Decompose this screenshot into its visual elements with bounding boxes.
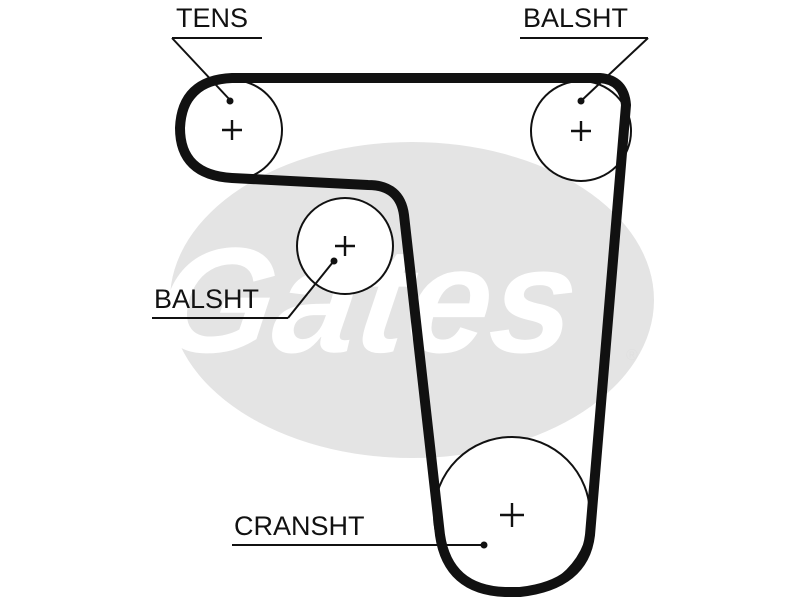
pulley-balance-shaft-mid [296, 197, 394, 295]
balsht-mid-leader-dot [330, 257, 338, 265]
label-balsht-mid: BALSHT [154, 284, 259, 314]
balsht-mid-leader-line [287, 261, 334, 319]
timing-belt [175, 73, 631, 597]
balsht-top-leader-dot [577, 97, 585, 105]
balsht-top-leader-line [580, 37, 649, 102]
label-cranksht: CRANSHT [234, 511, 365, 541]
label-tens: TENS [176, 3, 248, 33]
tens-leader-dot [226, 97, 234, 105]
label-balsht-top: BALSHT [523, 3, 628, 33]
cranksht-leader-dot [480, 541, 488, 549]
tens-leader-line [171, 37, 231, 101]
registered-mark-icon: ® [626, 347, 638, 364]
